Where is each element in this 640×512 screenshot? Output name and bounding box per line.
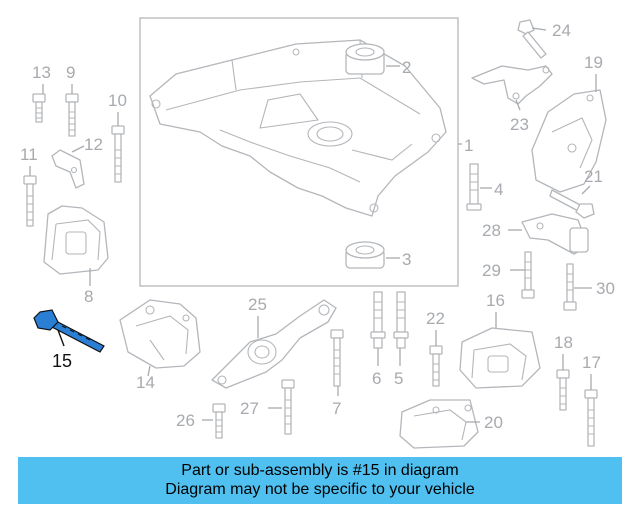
bolt-4-part [466, 163, 482, 211]
mount-8-part [43, 205, 109, 275]
bolt-26-part [212, 403, 226, 439]
bushing-top-part [345, 43, 385, 75]
bolt-9-part [65, 93, 79, 137]
bolt-22-part [429, 345, 443, 387]
callout-21: 21 [584, 167, 603, 186]
bolt-21-part [549, 189, 595, 219]
callout-7: 7 [332, 399, 341, 418]
banner-line-disclaimer: Diagram may not be specific to your vehi… [165, 481, 475, 498]
subframe-group [139, 17, 459, 287]
callout-6: 6 [372, 369, 381, 388]
banner-line-part-number: Part or sub-assembly is #15 in diagram [181, 462, 459, 479]
callout-19: 19 [584, 53, 603, 72]
callout-8: 8 [84, 287, 93, 306]
callout-22: 22 [426, 309, 445, 328]
callout-24: 24 [552, 21, 571, 40]
bolt-30-part [563, 263, 577, 311]
bracket-28-part [521, 213, 589, 255]
bolt-15-highlighted-part [33, 309, 105, 353]
bolt-27-part [281, 379, 295, 435]
callout-30: 30 [596, 279, 615, 298]
bushing-bottom-part [345, 241, 385, 269]
bolt-17-part [584, 389, 598, 447]
callout-25: 25 [248, 295, 267, 314]
callout-15-highlighted: 15 [52, 351, 72, 371]
callout-28: 28 [482, 221, 501, 240]
bolt-5-part [393, 291, 409, 349]
torque-rod-25-part [211, 299, 337, 389]
leader-15-highlighted [57, 329, 65, 347]
callout-1: 1 [464, 136, 473, 155]
callout-17: 17 [582, 353, 601, 372]
bolt-10-part [111, 125, 125, 183]
bolt-11-part [23, 175, 37, 227]
subframe-part [149, 39, 447, 217]
bolt-6-part [370, 291, 386, 349]
callout-20: 20 [484, 413, 503, 432]
callout-9: 9 [66, 63, 75, 82]
callout-27: 27 [240, 399, 259, 418]
callout-labels: 1 2 3 4 5 6 7 8 9 10 11 12 13 14 15 16 1… [20, 21, 615, 432]
bolt-13-part [32, 93, 46, 123]
callout-5: 5 [394, 369, 403, 388]
callout-10: 10 [108, 91, 127, 110]
callout-4: 4 [494, 180, 503, 199]
bolt-18-part [556, 369, 570, 411]
callout-13: 13 [32, 63, 51, 82]
bracket-12-part [51, 149, 85, 189]
callout-3: 3 [402, 250, 411, 269]
leader-lines [29, 27, 597, 423]
mount-14-part [119, 299, 201, 369]
callout-18: 18 [554, 333, 573, 352]
callout-2: 2 [402, 58, 411, 77]
callout-23: 23 [510, 115, 529, 134]
callout-26: 26 [176, 411, 195, 430]
callout-11: 11 [20, 145, 38, 164]
callout-12: 12 [84, 135, 103, 154]
mount-20-part [399, 399, 479, 449]
callout-29: 29 [482, 261, 501, 280]
mount-16-part [459, 327, 541, 389]
callout-16: 16 [486, 291, 505, 310]
info-banner: Part or sub-assembly is #15 in diagram D… [18, 457, 622, 504]
bracket-19-part [531, 89, 607, 193]
bolt-24-part [517, 19, 547, 59]
bolt-29-part [521, 251, 535, 299]
callout-14: 14 [136, 373, 155, 392]
bolt-7-part [330, 329, 344, 387]
link-23-part [471, 65, 553, 105]
